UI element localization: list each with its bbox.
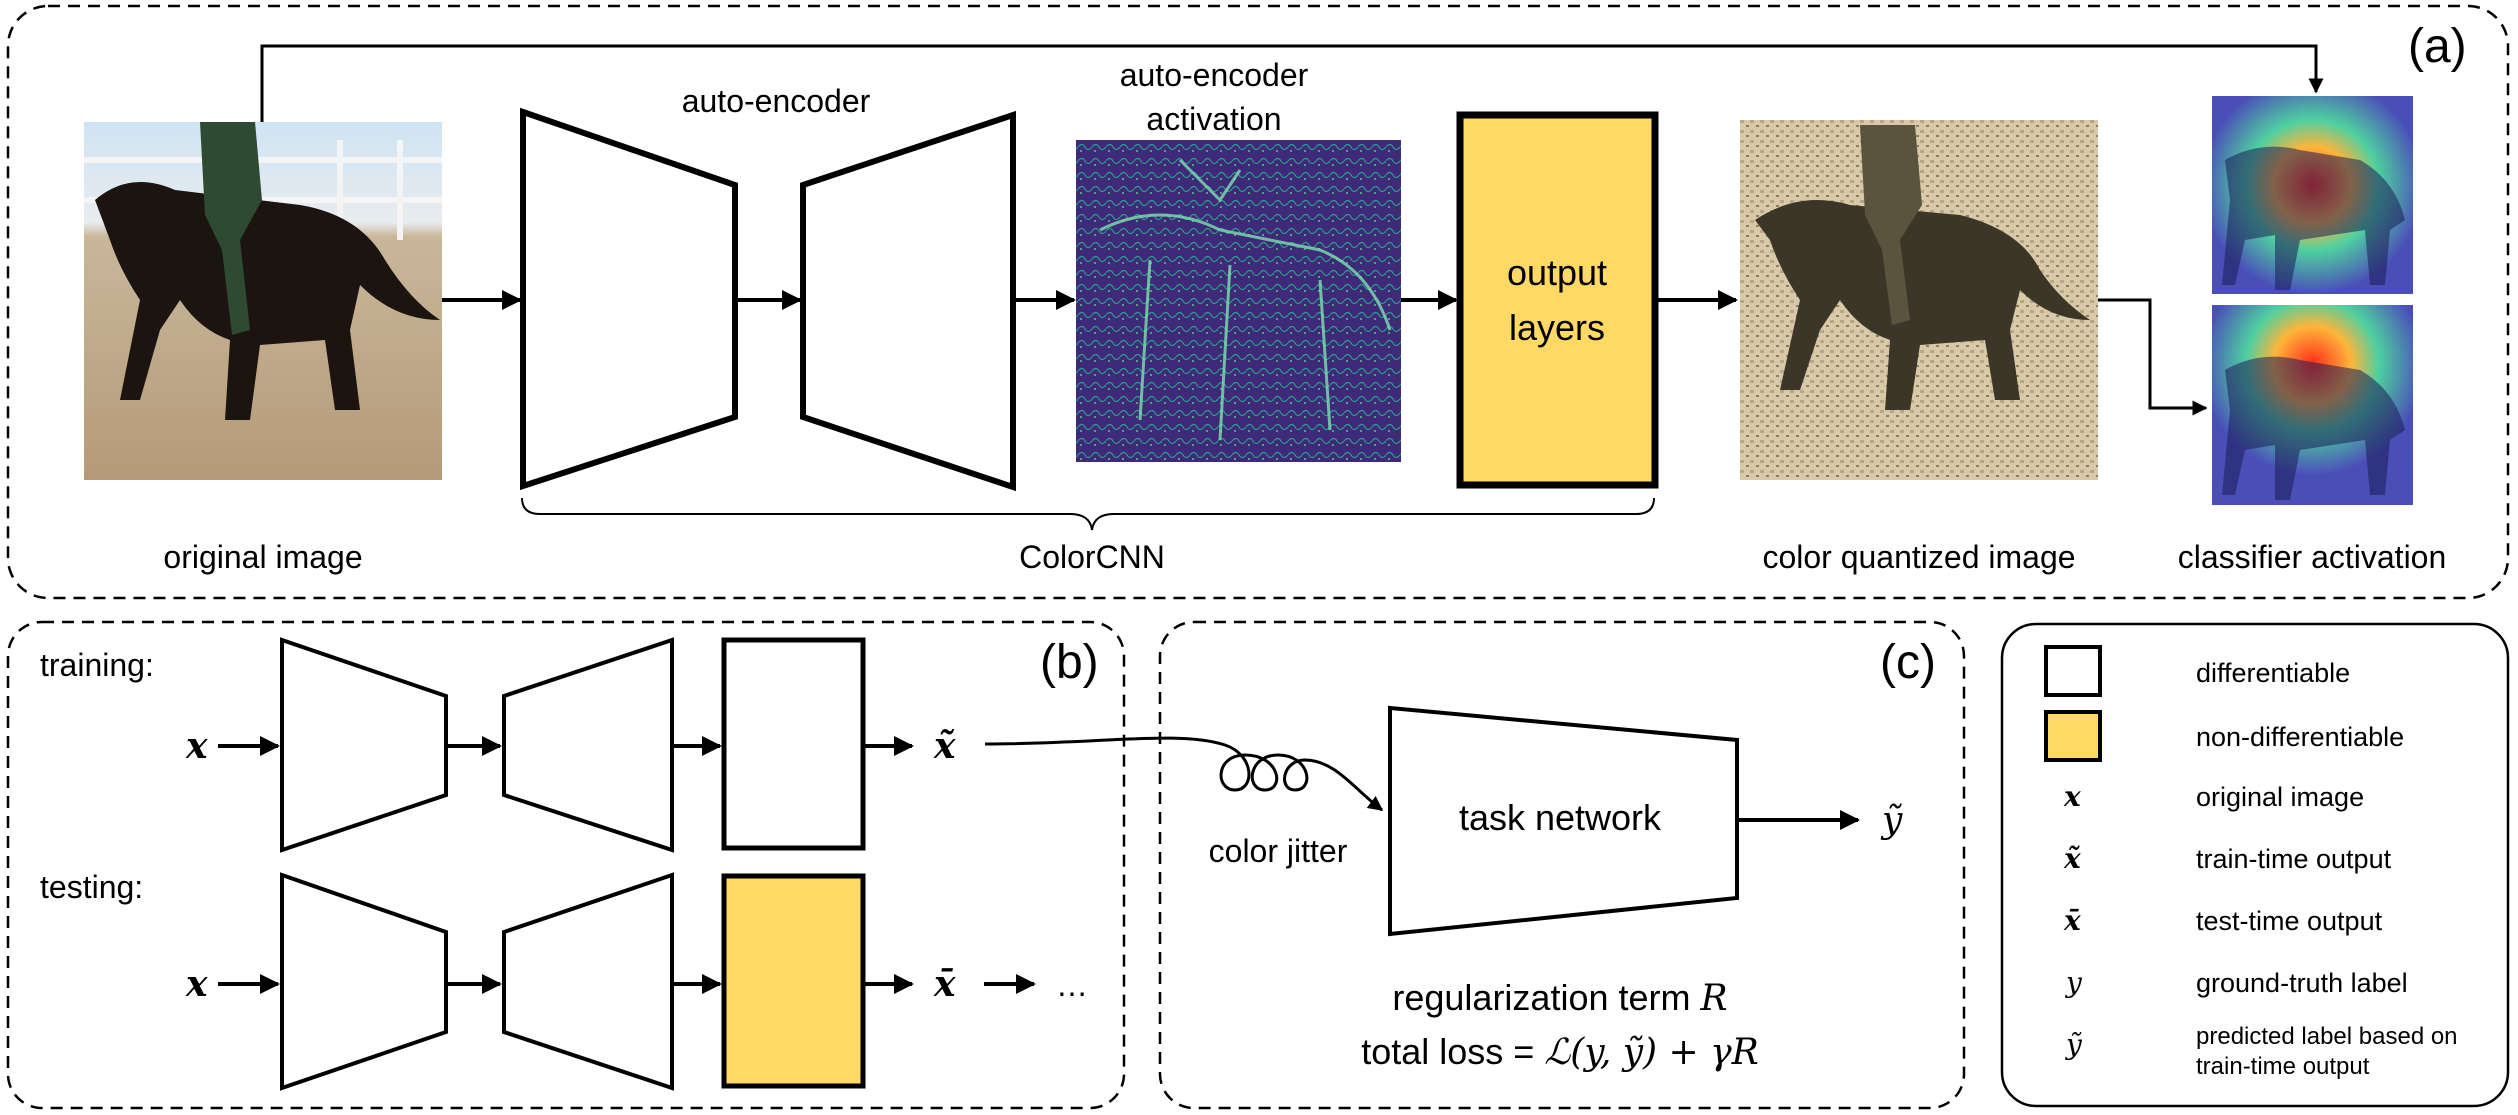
- test-encoder-trapezoid-icon: [280, 872, 448, 1091]
- regularization-text: regularization term: [1392, 977, 1700, 1018]
- task-network-trapezoid-icon: [1388, 705, 1739, 937]
- legend-differentiable-swatch: [2044, 645, 2102, 697]
- activation-label-line1: auto-encoder: [1120, 57, 1309, 93]
- legend-symbol-x-bar: x̄: [2063, 904, 2081, 937]
- panel-c-tag: (c): [1880, 636, 1936, 689]
- training-label: training:: [40, 647, 154, 683]
- quantized-label: color quantized image: [1762, 539, 2075, 575]
- auto-encoder-activation: [1076, 140, 1401, 462]
- legend-symbol-x: x: [2063, 780, 2081, 813]
- prediction-symbol: ỹ: [1880, 800, 1903, 841]
- color-jitter-label: color jitter: [1209, 833, 1348, 869]
- test-decoder-trapezoid-icon: [502, 872, 674, 1091]
- regularization-symbol: R: [1700, 978, 1728, 1019]
- output-layers-line1: output: [1507, 252, 1607, 293]
- panel-c-border: [1158, 620, 1966, 1110]
- test-output-symbol: x̄: [933, 963, 956, 1005]
- regularization-line: regularization term R: [1392, 977, 1727, 1019]
- classifier-label: classifier activation: [2178, 539, 2447, 575]
- panel-b-tag: (b): [1040, 636, 1099, 689]
- activation-label-line2: activation: [1146, 101, 1281, 137]
- color-jitter-arrow: [984, 736, 1384, 812]
- legend-border: [2000, 622, 2510, 1108]
- train-decoder-trapezoid-icon: [502, 637, 674, 853]
- legend-label-ground-truth: ground-truth label: [2196, 968, 2408, 998]
- encoder-trapezoid-icon: [520, 107, 738, 491]
- legend-label-test-time-output: test-time output: [2196, 906, 2383, 936]
- panel-a-tag: (a): [2408, 20, 2467, 73]
- activation-edges: [1099, 158, 1392, 441]
- classifier-activation-top: [2212, 96, 2413, 294]
- legend-symbol-x-tilde: x̃: [2063, 842, 2081, 875]
- test-input-symbol: x: [185, 963, 208, 1005]
- legend-label-non-differentiable: non-differentiable: [2196, 722, 2404, 752]
- train-output-symbol: x̃: [933, 725, 956, 767]
- colorcnn-brace: [521, 497, 1655, 531]
- panel-b-border: [6, 620, 1126, 1110]
- total-loss-line: total loss = ℒ(y, ỹ) + γR: [1361, 1031, 1759, 1073]
- panel-a-border: [6, 4, 2510, 600]
- testing-label: testing:: [40, 869, 143, 905]
- decoder-trapezoid-icon: [800, 110, 1016, 492]
- legend-non-differentiable-swatch: [2044, 710, 2102, 762]
- classifier-horse-top: [2222, 146, 2405, 290]
- train-input-symbol: x: [185, 725, 208, 767]
- skip-connection-arrow: [260, 44, 2324, 122]
- classifier-horse-bottom: [2222, 356, 2405, 500]
- legend-label-train-time-output: train-time output: [2196, 844, 2392, 874]
- quantized-rider: [1860, 125, 1922, 325]
- legend-label-predicted-line2: train-time output: [2196, 1053, 2370, 1080]
- rider-silhouette: [200, 122, 262, 335]
- colorcnn-label: ColorCNN: [1019, 539, 1165, 575]
- task-network-label: task network: [1459, 797, 1662, 838]
- legend-label-differentiable: differentiable: [2196, 658, 2350, 688]
- activation-heatmap-icon: [1076, 140, 1401, 462]
- ellipsis: …: [1056, 967, 1088, 1003]
- classifier-activation-bottom: [2212, 305, 2413, 505]
- test-output-box: [721, 873, 866, 1089]
- output-layers-box: [1456, 111, 1659, 489]
- auto-encoder-label: auto-encoder: [682, 83, 871, 119]
- loss-formula: ℒ(y, ỹ) + γR: [1544, 1032, 1758, 1073]
- legend-symbol-y: y: [2064, 966, 2083, 999]
- horse-silhouette: [95, 182, 440, 420]
- legend-label-predicted-line1: predicted label based on: [2196, 1023, 2458, 1050]
- original-image-label: original image: [163, 539, 362, 575]
- quantized-horse: [1755, 200, 2090, 410]
- arrow-quantized-to-classifier: [2098, 298, 2208, 416]
- train-output-box: [721, 637, 866, 851]
- total-loss-text: total loss =: [1361, 1031, 1544, 1072]
- output-layers-line2: layers: [1509, 307, 1605, 348]
- legend-label-original-image: original image: [2196, 782, 2364, 812]
- color-quantized-image: [1740, 120, 2098, 480]
- original-image: [84, 122, 442, 480]
- train-encoder-trapezoid-icon: [280, 637, 448, 853]
- legend-symbol-y-tilde: ỹ: [2064, 1028, 2083, 1061]
